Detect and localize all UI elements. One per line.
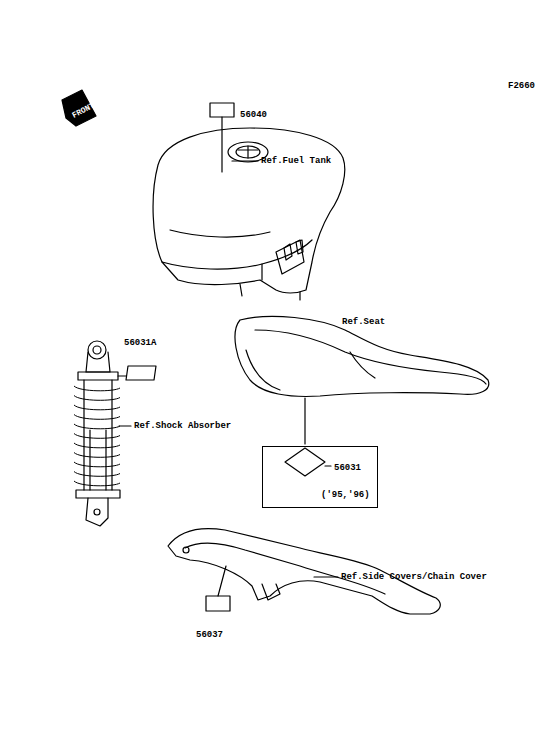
front-arrow (62, 90, 96, 126)
callout-number: 56037 (196, 630, 223, 641)
spring-coil (74, 443, 120, 448)
part-reference: Ref.Side Covers/Chain Cover (341, 572, 487, 583)
spring-coil (74, 434, 120, 439)
spring-coil (74, 386, 120, 391)
spring-coil (74, 405, 120, 410)
figure-code: F2660 (508, 81, 535, 92)
spring-coil (74, 462, 120, 467)
side-cover (168, 529, 440, 614)
part-reference: Ref.Seat (342, 317, 385, 328)
label-sticker (285, 448, 325, 476)
fuel-tank (153, 128, 345, 300)
label-sticker (206, 596, 230, 611)
spring-coil (74, 424, 120, 429)
part-reference: Ref.Shock Absorber (134, 421, 231, 432)
year-note: ('95,'96) (321, 490, 370, 501)
spring-coil (74, 472, 120, 477)
spring-coil (74, 453, 120, 458)
label-sticker (210, 103, 234, 117)
callout-number: 56031 (334, 463, 361, 474)
callout-box: 56031 ('95,'96) (262, 446, 378, 508)
part-reference: Ref.Fuel Tank (261, 156, 331, 167)
spring-coil (74, 481, 120, 486)
shock-absorber (76, 341, 120, 526)
seat (235, 316, 489, 396)
spring-coil (74, 396, 120, 401)
label-sticker (126, 366, 156, 380)
spring-coil (74, 415, 120, 420)
callout-number: 56031A (124, 338, 156, 349)
callout-number: 56040 (240, 110, 267, 121)
